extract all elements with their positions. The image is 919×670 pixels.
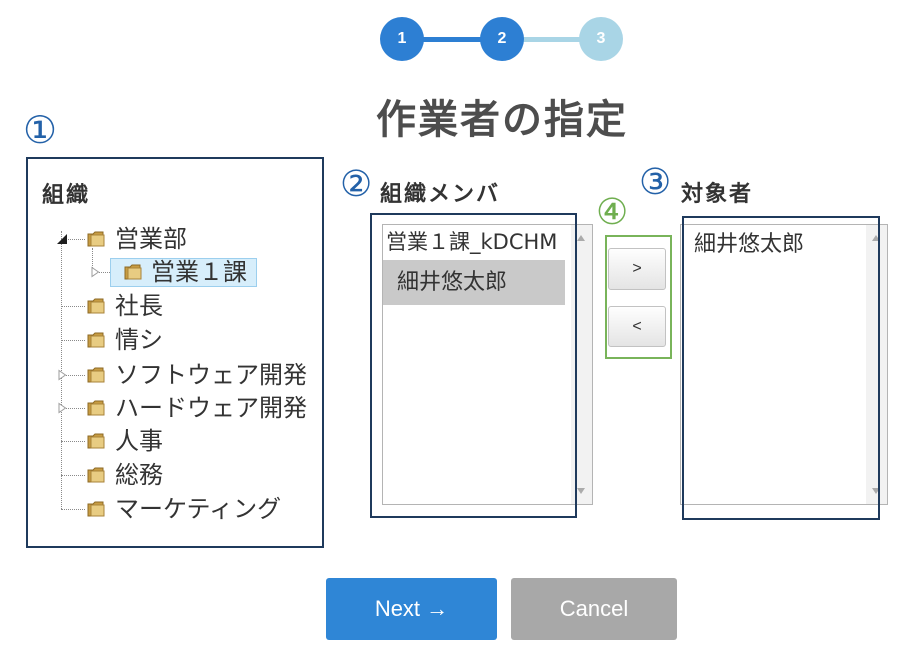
tree-node-label: 情シ (115, 325, 163, 354)
member-option[interactable]: 営業１課_kDCHM (386, 230, 558, 254)
tree-node-sales-section-1[interactable]: 営業１課 (110, 257, 257, 287)
tree-node-sales-dept[interactable]: 営業部 (86, 225, 187, 254)
vertical-scrollbar[interactable] (866, 225, 887, 504)
tree-node-president[interactable]: 社長 (86, 292, 163, 321)
folder-icon (86, 465, 106, 485)
tree-node-label: 営業１課 (151, 257, 247, 286)
tree-node-marketing[interactable]: マーケティング (86, 495, 281, 524)
folder-icon (86, 365, 106, 385)
tree-guide-line (92, 248, 93, 272)
tree-node-label: マーケティング (115, 494, 282, 523)
tree-node-label: 営業部 (115, 224, 187, 253)
tree-expander-spacer (55, 299, 69, 313)
scroll-up-icon[interactable] (872, 235, 880, 241)
folder-icon (86, 398, 106, 418)
folder-icon (86, 229, 106, 249)
cancel-button[interactable]: Cancel (511, 578, 677, 640)
tree-expanded-icon[interactable] (55, 232, 69, 246)
tree-node-label: 総務 (115, 460, 163, 489)
members-label: 組織メンバ (380, 182, 501, 207)
tree-collapsed-icon[interactable] (55, 368, 69, 382)
folder-icon (86, 499, 106, 519)
step-connector-1-2 (420, 37, 484, 42)
scroll-down-icon[interactable] (577, 488, 585, 494)
add-to-targets-button[interactable]: > (608, 248, 666, 290)
next-button[interactable]: Next → (326, 578, 497, 640)
tree-item: 営業１課 (88, 255, 257, 289)
step-number: 2 (497, 30, 507, 47)
org-tree-label: 組織 (42, 183, 91, 208)
org-tree-panel: 組織 営業部 営業１課 社長 (26, 157, 324, 548)
tree-collapsed-icon[interactable] (88, 265, 102, 279)
target-option[interactable]: 細井悠太郎 (694, 232, 805, 257)
folder-icon (86, 431, 106, 451)
tree-node-label: ハードウェア開発 (115, 393, 307, 422)
tree-item: 営業部 (55, 222, 187, 256)
tree-node-label: ソフトウェア開発 (115, 360, 307, 389)
step-3-circle: 3 (579, 17, 623, 61)
scroll-up-icon[interactable] (577, 235, 585, 241)
target-listbox[interactable]: 細井悠太郎 (680, 224, 888, 505)
tree-expander-spacer (55, 333, 69, 347)
remove-from-targets-button[interactable]: < (608, 306, 666, 347)
tree-guide-line (61, 231, 62, 509)
callout-marker-1: ① (23, 108, 58, 152)
member-listbox[interactable]: 営業１課_kDCHM 細井悠太郎 (382, 224, 593, 505)
callout-marker-4: ④ (596, 192, 629, 233)
member-option-selected[interactable]: 細井悠太郎 (383, 260, 565, 305)
callout-marker-2: ② (340, 164, 373, 205)
step-2-circle: 2 (480, 17, 524, 61)
tree-expander-spacer (55, 502, 69, 516)
folder-icon (123, 262, 143, 282)
tree-expander-spacer (55, 434, 69, 448)
page-title: 作業者の指定 (376, 97, 628, 143)
callout-marker-3: ③ (639, 162, 672, 203)
tree-node-software-dev[interactable]: ソフトウェア開発 (86, 361, 307, 390)
tree-collapsed-icon[interactable] (55, 401, 69, 415)
tree-item: マーケティング (55, 492, 281, 526)
step-connector-2-3 (520, 37, 583, 42)
tree-expander-spacer (55, 468, 69, 482)
step-number: 1 (397, 30, 407, 47)
tree-node-info-systems[interactable]: 情シ (86, 326, 163, 355)
vertical-scrollbar[interactable] (571, 225, 592, 504)
tree-item: 総務 (55, 458, 163, 492)
folder-icon (86, 296, 106, 316)
targets-label: 対象者 (681, 182, 754, 207)
tree-item: 社長 (55, 289, 163, 323)
step-1-circle: 1 (380, 17, 424, 61)
tree-item: ハードウェア開発 (55, 391, 307, 425)
tree-node-general-affairs[interactable]: 総務 (86, 461, 163, 490)
tree-node-hr[interactable]: 人事 (86, 427, 163, 456)
scroll-down-icon[interactable] (872, 488, 880, 494)
step-number: 3 (596, 30, 606, 47)
tree-item: ソフトウェア開発 (55, 358, 307, 392)
tree-node-hardware-dev[interactable]: ハードウェア開発 (86, 394, 307, 423)
tree-item: 情シ (55, 323, 163, 357)
tree-item: 人事 (55, 424, 163, 458)
tree-node-label: 人事 (115, 426, 163, 455)
tree-node-label: 社長 (115, 291, 163, 320)
folder-icon (86, 330, 106, 350)
